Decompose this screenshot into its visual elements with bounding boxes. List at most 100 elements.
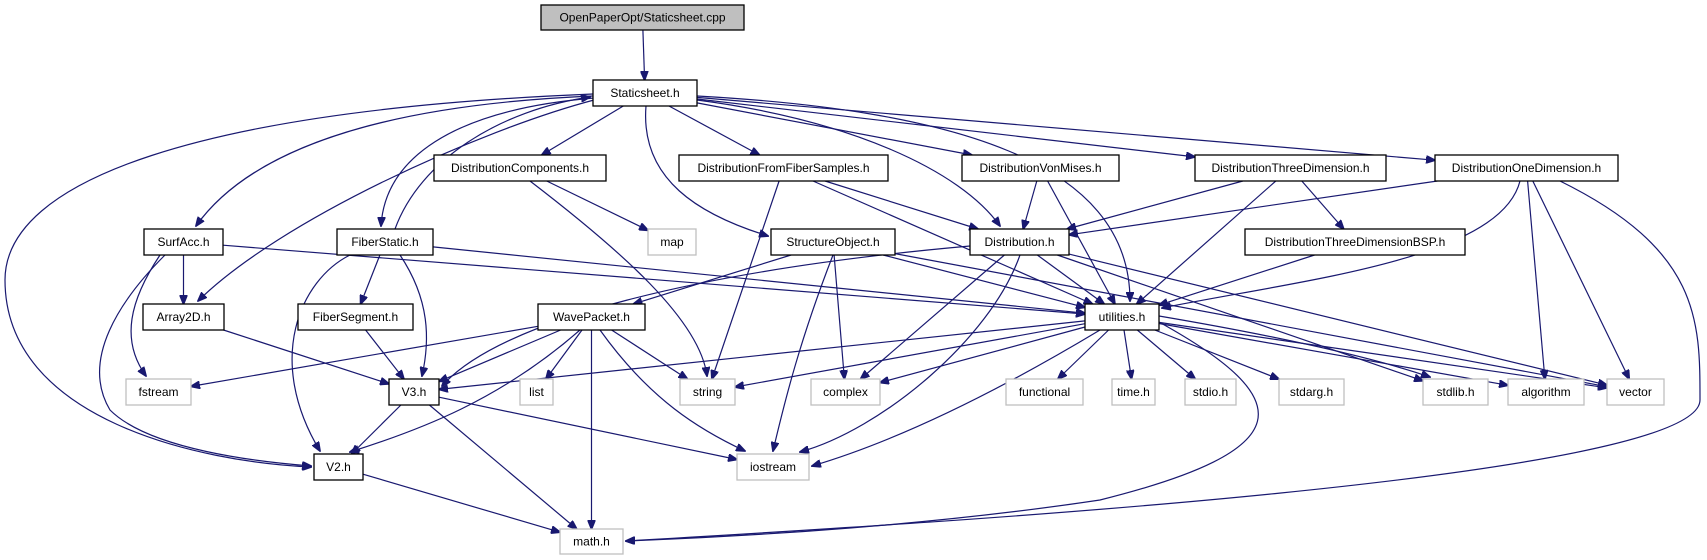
node-distfiber-h[interactable]: DistributionFromFiberSamples.h: [678, 154, 889, 182]
edge-distcomp_h-to-string: [529, 180, 707, 376]
node-box: [1084, 303, 1160, 331]
edge-dist1d_h-to-dist_h: [1069, 180, 1438, 235]
node-list: list: [519, 378, 554, 406]
node-box: [433, 154, 607, 182]
node-box: [770, 228, 896, 256]
node-box: [1434, 154, 1619, 182]
node-v2-h[interactable]: V2.h: [313, 453, 364, 481]
node-label: list: [529, 385, 544, 399]
node-label: fstream: [138, 385, 178, 399]
edge-structobj_h-to-complex: [833, 254, 844, 379]
edge-structobj_h-to-iostream: [773, 254, 834, 451]
node-label: iostream: [750, 460, 796, 474]
edge-staticsheet_h-to-structobj_h: [645, 105, 768, 236]
node-label: OpenPaperOpt/Staticsheet.cpp: [559, 11, 725, 25]
node-label: Array2D.h: [156, 310, 210, 324]
node-time-h: time.h: [1111, 378, 1156, 406]
edge-structobj_h-to-vector: [894, 253, 1607, 387]
node-surfacc-h[interactable]: SurfAcc.h: [143, 228, 224, 256]
edge-staticsheet_h-to-dist_h: [696, 99, 1000, 226]
node-box: [678, 154, 889, 182]
node-array2d-h[interactable]: Array2D.h: [142, 303, 225, 331]
node-box: [519, 378, 554, 406]
node-wavepacket-h[interactable]: WavePacket.h: [537, 303, 646, 331]
node-label: DistributionThreeDimensionBSP.h: [1265, 235, 1446, 249]
node-functional: functional: [1005, 378, 1084, 406]
edge-staticsheet_h-to-dist1d_h: [696, 96, 1435, 160]
node-label: stdio.h: [1193, 385, 1228, 399]
node-label: V2.h: [326, 460, 351, 474]
node-dist3dbsp-h[interactable]: DistributionThreeDimensionBSP.h: [1244, 228, 1466, 256]
node-dist3d-h[interactable]: DistributionThreeDimension.h: [1194, 154, 1387, 182]
edge-utilities_h-to-stdio_h: [1136, 329, 1195, 379]
edge-distcomp_h-to-map: [546, 180, 648, 230]
node-box: [1005, 378, 1084, 406]
edges-layer: [4, 29, 1701, 541]
edge-utilities_h-to-algorithm: [1158, 322, 1508, 386]
node-box: [679, 378, 736, 406]
node-box: [736, 453, 810, 481]
node-distcomp-h[interactable]: DistributionComponents.h: [433, 154, 607, 182]
node-label: complex: [823, 385, 868, 399]
node-label: DistributionOneDimension.h: [1452, 161, 1601, 175]
node-fiberstatic-h[interactable]: FiberStatic.h: [336, 228, 434, 256]
node-box: [1422, 378, 1489, 406]
edge-wavepacket_h-to-iostream: [599, 329, 745, 451]
node-v3-h[interactable]: V3.h: [388, 378, 440, 406]
node-label: FiberStatic.h: [351, 235, 418, 249]
edge-fiberstatic_h-to-v3_h: [399, 254, 427, 376]
node-distvm-h[interactable]: DistributionVonMises.h: [961, 154, 1120, 182]
node-box: [143, 228, 224, 256]
node-iostream: iostream: [736, 453, 810, 481]
node-label: DistributionFromFiberSamples.h: [697, 161, 869, 175]
node-box: [125, 378, 192, 406]
edge-dist3dbsp_h-to-utilities_h: [1159, 254, 1315, 305]
node-box: [810, 378, 881, 406]
node-label: stdlib.h: [1436, 385, 1474, 399]
edge-dist_h-to-vector: [1068, 253, 1607, 385]
node-root[interactable]: OpenPaperOpt/Staticsheet.cpp: [540, 4, 745, 31]
edge-staticsheet_h-to-distcomp_h: [542, 105, 624, 155]
node-dist1d-h[interactable]: DistributionOneDimension.h: [1434, 154, 1619, 182]
node-label: SurfAcc.h: [157, 235, 209, 249]
node-structobj-h[interactable]: StructureObject.h: [770, 228, 896, 256]
edge-dist3d_h-to-dist3dbsp_h: [1301, 180, 1344, 229]
node-box: [559, 528, 624, 555]
edge-fiberstatic_h-to-v2_h: [291, 254, 351, 451]
node-box: [1244, 228, 1466, 256]
node-stdlib-h: stdlib.h: [1422, 378, 1489, 406]
node-stdarg-h: stdarg.h: [1278, 378, 1345, 406]
edge-utilities_h-to-iostream: [812, 329, 1101, 466]
node-staticsheet-h[interactable]: Staticsheet.h: [592, 79, 698, 107]
edge-dist1d_h-to-utilities_h: [1162, 180, 1521, 308]
node-box: [297, 303, 414, 331]
node-algorithm: algorithm: [1507, 378, 1585, 406]
edge-dist3d_h-to-utilities_h: [1137, 180, 1277, 304]
node-box: [647, 228, 697, 256]
node-utilities-h[interactable]: utilities.h: [1084, 303, 1160, 331]
node-box: [142, 303, 225, 331]
edge-utilities_h-to-math_h: [626, 321, 1259, 541]
node-fiberseg-h[interactable]: FiberSegment.h: [297, 303, 414, 331]
node-label: DistributionThreeDimension.h: [1211, 161, 1369, 175]
edge-fiberseg_h-to-v3_h: [365, 329, 404, 379]
node-label: string: [693, 385, 722, 399]
node-label: Distribution.h: [984, 235, 1054, 249]
node-string: string: [679, 378, 736, 406]
edge-fiberstatic_h-to-utilities_h: [432, 246, 1085, 313]
edge-structobj_h-to-wavepacket_h: [633, 254, 792, 304]
node-box: [540, 4, 745, 31]
node-math-h: math.h: [559, 528, 624, 555]
node-dist-h[interactable]: Distribution.h: [969, 228, 1070, 256]
node-label: V3.h: [402, 385, 427, 399]
node-vector: vector: [1606, 378, 1665, 406]
edge-root-to-staticsheet_h: [643, 29, 645, 80]
edge-dist_h-to-v3_h: [442, 245, 971, 386]
edge-fiberstatic_h-to-fiberseg_h: [361, 254, 381, 304]
node-box: [537, 303, 646, 331]
node-box: [388, 378, 440, 406]
edge-distfiber_h-to-utilities_h: [812, 180, 1093, 304]
node-box: [336, 228, 434, 256]
edge-array2d_h-to-v3_h: [223, 329, 390, 384]
